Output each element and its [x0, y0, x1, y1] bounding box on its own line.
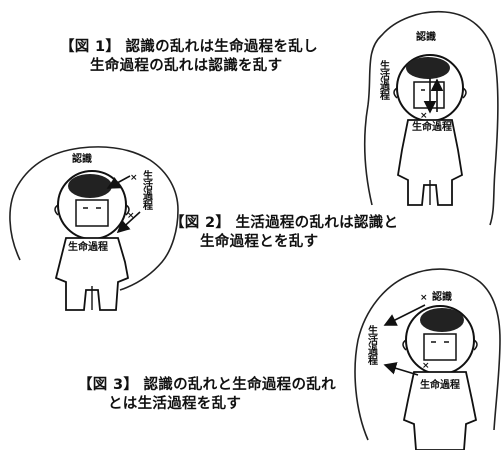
figure-3-brain-label: 認識 [432, 290, 452, 303]
figure-3-arrow-from-brain [383, 304, 426, 326]
figure-1-mark: × [420, 111, 428, 121]
figure-1: 認識 × 生命過程 生活過程 [363, 10, 499, 226]
figure-2-mark-2: × [127, 211, 135, 221]
figure-2-brain [68, 174, 112, 198]
figure-2-arrow-to-body [116, 211, 141, 234]
figure-2-caption-line-2: 生命過程とを乱す [200, 234, 319, 250]
figure-1-body [397, 119, 463, 206]
figure-3-body-label: 生命過程 [420, 378, 460, 391]
figure-3: × 認識 × 生命過程 生活過程 [354, 268, 501, 450]
figure-1-caption-line-2: 生命過程の乱れは認識を乱す [90, 58, 283, 74]
figure-2-body [54, 237, 130, 311]
figure-1-vertical-label: 生活過程 [378, 59, 391, 101]
figure-3-arrow-from-body [383, 362, 419, 376]
figure-2-caption: 【図 2】 生活過程の乱れは認識と 生命過程とを乱す [170, 214, 398, 252]
figure-1-caption-line-1: 【図 1】 認識の乱れは生命過程を乱し [60, 39, 318, 55]
figure-1-thought-cloud [363, 10, 499, 226]
figure-2-face [75, 199, 109, 227]
figure-1-brain-label: 認識 [416, 30, 436, 43]
figure-1-face [413, 81, 445, 109]
figure-1-caption: 【図 1】 認識の乱れは生命過程を乱し 生命過程の乱れは認識を乱す [60, 38, 318, 76]
figure-3-thought-cloud [354, 268, 501, 441]
figure-3-brain [420, 308, 464, 332]
figure-3-face [423, 333, 457, 361]
figure-2-arrow-to-brain [106, 175, 131, 189]
figure-1-brain [406, 57, 450, 79]
figure-3-vertical-label: 生活過程 [366, 324, 379, 366]
figure-3-body [402, 371, 478, 450]
figure-2: 認識 × × 生命過程 生活過程 [9, 146, 179, 311]
figure-3-mark-2: × [422, 361, 430, 371]
figure-2-vertical-label: 生活過程 [141, 169, 154, 211]
figure-2-mark-1: × [130, 173, 138, 183]
figure-3-caption-line-2: とは生活過程を乱す [108, 396, 242, 412]
figure-2-thought-cloud [9, 146, 179, 291]
figure-3-mark-1: × [420, 293, 428, 303]
figure-2-caption-line-1: 【図 2】 生活過程の乱れは認識と [170, 215, 399, 231]
figure-3-caption-line-1: 【図 3】 認識の乱れと生命過程の乱れ [78, 377, 336, 393]
figure-3-caption: 【図 3】 認識の乱れと生命過程の乱れ とは生活過程を乱す [78, 376, 336, 414]
figure-2-body-label: 生命過程 [68, 240, 108, 253]
figure-2-brain-label: 認識 [72, 152, 92, 165]
figure-1-body-label: 生命過程 [412, 120, 452, 133]
